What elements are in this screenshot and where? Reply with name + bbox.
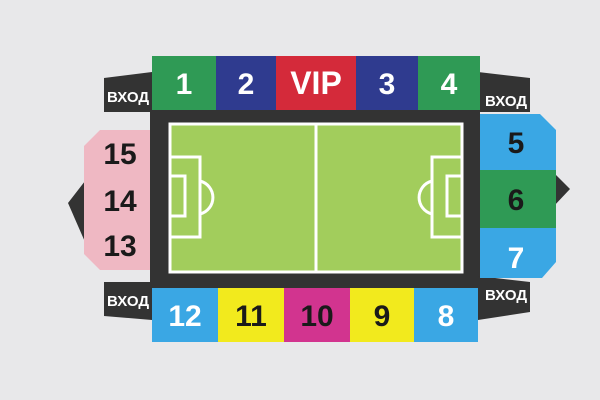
- sector-1-shape[interactable]: [152, 56, 216, 110]
- sector-6-label: 6: [508, 184, 525, 217]
- penalty-arc-left: [199, 179, 215, 216]
- sector-12-label: 12: [168, 300, 201, 333]
- sector-14[interactable]: 14: [84, 177, 150, 224]
- sector-4[interactable]: 4: [418, 56, 480, 110]
- sector-2-shape[interactable]: [216, 56, 276, 110]
- sector-vip-label: VIP: [290, 65, 342, 101]
- sector-7-shape[interactable]: [480, 228, 556, 278]
- sector-vip[interactable]: VIP: [276, 56, 356, 110]
- sector-15-label: 15: [103, 138, 136, 171]
- gate-label-bottom-right: ВХОД: [485, 287, 527, 304]
- sector-9-label: 9: [374, 300, 391, 333]
- structure-right-wing: [553, 172, 570, 207]
- gate-label-bottom-left: ВХОД: [107, 293, 149, 310]
- gate-label-top-right: ВХОД: [485, 93, 527, 110]
- sector-5[interactable]: 5: [480, 114, 556, 170]
- sector-7[interactable]: 7: [480, 228, 556, 278]
- gate-bottom-left-block: [104, 282, 152, 320]
- sector-2[interactable]: 2: [216, 56, 276, 110]
- gate-top-left-block: [104, 72, 152, 112]
- sector-8-shape[interactable]: [414, 288, 478, 342]
- sector-11-shape[interactable]: [218, 288, 284, 342]
- sector-15-shape[interactable]: [84, 130, 150, 177]
- goal-area-right: [445, 174, 464, 218]
- sector-1-label: 1: [176, 68, 193, 101]
- sector-14-label: 14: [103, 185, 137, 218]
- sector-5-label: 5: [508, 127, 525, 160]
- sector-11-label: 11: [235, 300, 267, 333]
- sector-15[interactable]: 15: [84, 130, 150, 177]
- penalty-arc-right: [417, 179, 433, 216]
- sector-9-shape[interactable]: [350, 288, 414, 342]
- gate-bottom-right-block: [478, 276, 530, 320]
- sector-5-shape[interactable]: [480, 114, 556, 170]
- sector-13[interactable]: 13: [84, 224, 150, 270]
- sector-3[interactable]: 3: [356, 56, 418, 110]
- sector-10-shape[interactable]: [284, 288, 350, 342]
- gate-labels: ВХОД ВХОД ВХОД ВХОД: [107, 89, 527, 310]
- football-pitch: [168, 122, 464, 274]
- sector-12-shape[interactable]: [152, 288, 218, 342]
- sector-12[interactable]: 12: [152, 288, 218, 342]
- sectors: 1 2 VIP 3 4 5 6 7: [84, 56, 556, 342]
- sector-8[interactable]: 8: [414, 288, 478, 342]
- sector-3-shape[interactable]: [356, 56, 418, 110]
- sector-10[interactable]: 10: [284, 288, 350, 342]
- goal-area-left: [168, 174, 187, 218]
- sector-13-label: 13: [103, 230, 136, 263]
- sector-8-label: 8: [438, 300, 455, 333]
- sector-3-label: 3: [379, 68, 396, 101]
- sector-4-shape[interactable]: [418, 56, 480, 110]
- sector-7-label: 7: [508, 242, 525, 275]
- sector-4-label: 4: [441, 68, 458, 101]
- gate-label-top-left: ВХОД: [107, 89, 149, 106]
- sector-6-shape[interactable]: [480, 170, 556, 228]
- sector-1[interactable]: 1: [152, 56, 216, 110]
- sector-10-label: 10: [300, 300, 333, 333]
- gate-top-right-block: [478, 72, 530, 112]
- sector-11[interactable]: 11: [218, 288, 284, 342]
- sector-6[interactable]: 6: [480, 170, 556, 228]
- sector-vip-shape[interactable]: [276, 56, 356, 110]
- sector-14-shape[interactable]: [84, 177, 150, 224]
- sector-13-shape[interactable]: [84, 224, 150, 270]
- sector-9[interactable]: 9: [350, 288, 414, 342]
- sector-2-label: 2: [238, 68, 255, 101]
